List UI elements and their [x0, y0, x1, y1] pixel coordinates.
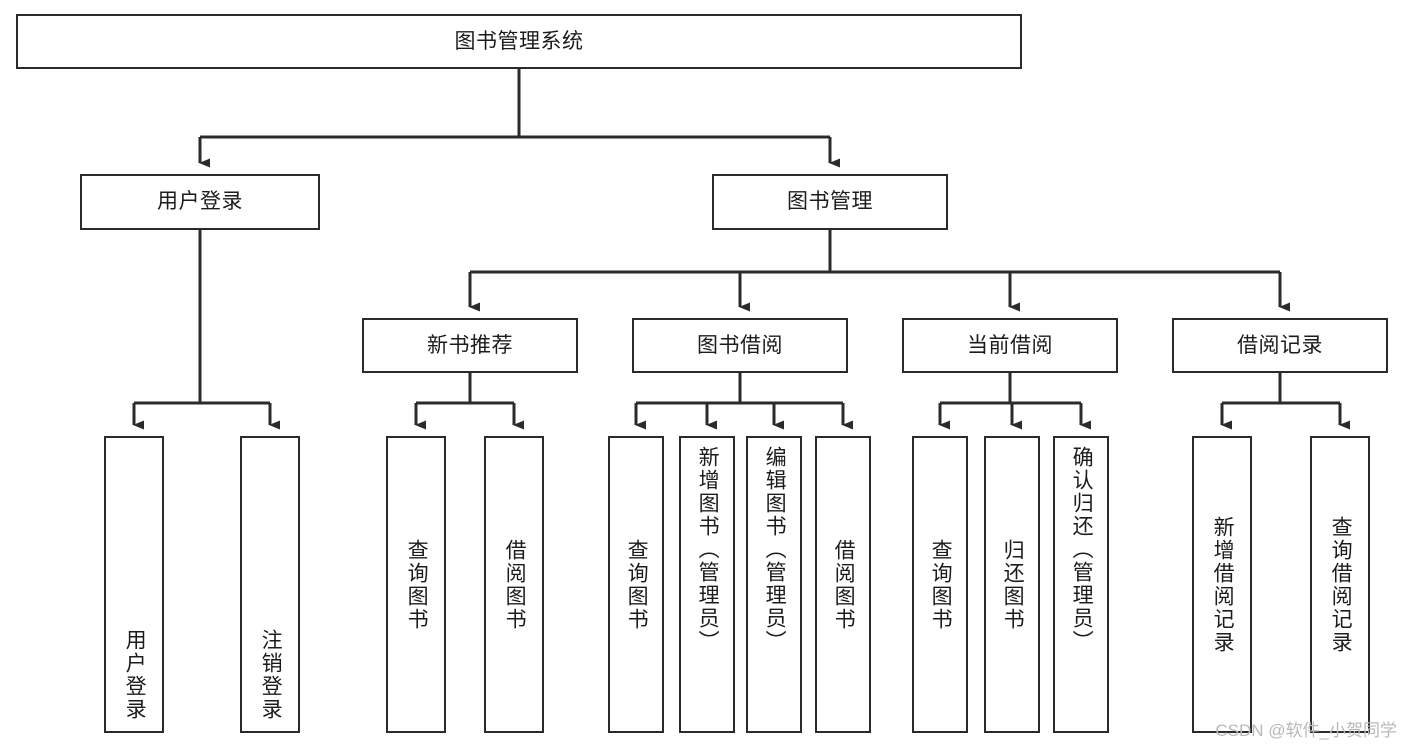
node-leaf-user-login[interactable]: 用户登录: [104, 436, 164, 733]
node-leaf-return-book-label: 归还图书: [1001, 538, 1025, 631]
node-root[interactable]: 图书管理系统: [16, 14, 1022, 69]
node-book-borrow-label: 图书借阅: [697, 333, 783, 357]
book-manage-to-level3-connectors: [468, 230, 1290, 312]
node-book-manage-label: 图书管理: [787, 190, 873, 214]
node-borrow-record-label: 借阅记录: [1237, 333, 1323, 357]
node-leaf-query-book-3[interactable]: 查询图书: [912, 436, 968, 733]
node-leaf-query-book-3-label: 查询图书: [929, 538, 953, 631]
node-leaf-borrow-book-1[interactable]: 借阅图书: [484, 436, 544, 733]
node-leaf-edit-book-label: 编辑图书（管理员）: [763, 446, 787, 653]
node-user-login[interactable]: 用户登录: [80, 174, 320, 230]
csdn-watermark: CSDN @软件_小贺同学: [1215, 721, 1397, 740]
current-borrow-to-leaves-connectors: [938, 373, 1091, 430]
node-leaf-edit-book[interactable]: 编辑图书（管理员）: [746, 436, 802, 733]
node-leaf-query-book-1-label: 查询图书: [405, 538, 429, 631]
node-leaf-add-book[interactable]: 新增图书（管理员）: [679, 436, 735, 733]
node-leaf-confirm-return[interactable]: 确认归还（管理员）: [1053, 436, 1109, 733]
node-leaf-borrow-book-1-label: 借阅图书: [503, 538, 527, 631]
node-leaf-query-book-2-label: 查询图书: [625, 538, 649, 631]
borrow-record-to-leaves-connectors: [1220, 373, 1350, 430]
user-login-to-leaves-connectors: [132, 230, 280, 430]
node-book-borrow[interactable]: 图书借阅: [632, 318, 848, 373]
node-leaf-borrow-book-2-label: 借阅图书: [832, 538, 856, 631]
node-leaf-query-book-1[interactable]: 查询图书: [386, 436, 446, 733]
node-leaf-add-record[interactable]: 新增借阅记录: [1192, 436, 1252, 733]
node-leaf-add-book-label: 新增图书（管理员）: [696, 446, 720, 653]
node-leaf-logout-label: 注销登录: [259, 629, 283, 721]
node-leaf-borrow-book-2[interactable]: 借阅图书: [815, 436, 871, 733]
node-leaf-return-book[interactable]: 归还图书: [984, 436, 1040, 733]
node-root-label: 图书管理系统: [454, 29, 584, 53]
node-leaf-add-record-label: 新增借阅记录: [1211, 515, 1235, 654]
node-current-borrow[interactable]: 当前借阅: [902, 318, 1118, 373]
node-leaf-query-book-2[interactable]: 查询图书: [608, 436, 664, 733]
node-borrow-record[interactable]: 借阅记录: [1172, 318, 1388, 373]
node-leaf-confirm-return-label: 确认归还（管理员）: [1070, 446, 1094, 653]
node-user-login-label: 用户登录: [157, 190, 243, 214]
node-new-book-recommend[interactable]: 新书推荐: [362, 318, 578, 373]
book-borrow-to-leaves-connectors: [634, 373, 853, 430]
root-to-level2-connectors: [198, 69, 840, 168]
node-leaf-query-record-label: 查询借阅记录: [1329, 515, 1353, 654]
node-leaf-logout[interactable]: 注销登录: [240, 436, 300, 733]
node-leaf-user-login-label: 用户登录: [123, 629, 147, 721]
node-book-manage[interactable]: 图书管理: [712, 174, 948, 230]
node-current-borrow-label: 当前借阅: [967, 333, 1053, 357]
node-new-book-recommend-label: 新书推荐: [427, 333, 513, 357]
node-leaf-query-record[interactable]: 查询借阅记录: [1310, 436, 1370, 733]
new-book-recommend-to-leaves-connectors: [414, 373, 524, 430]
